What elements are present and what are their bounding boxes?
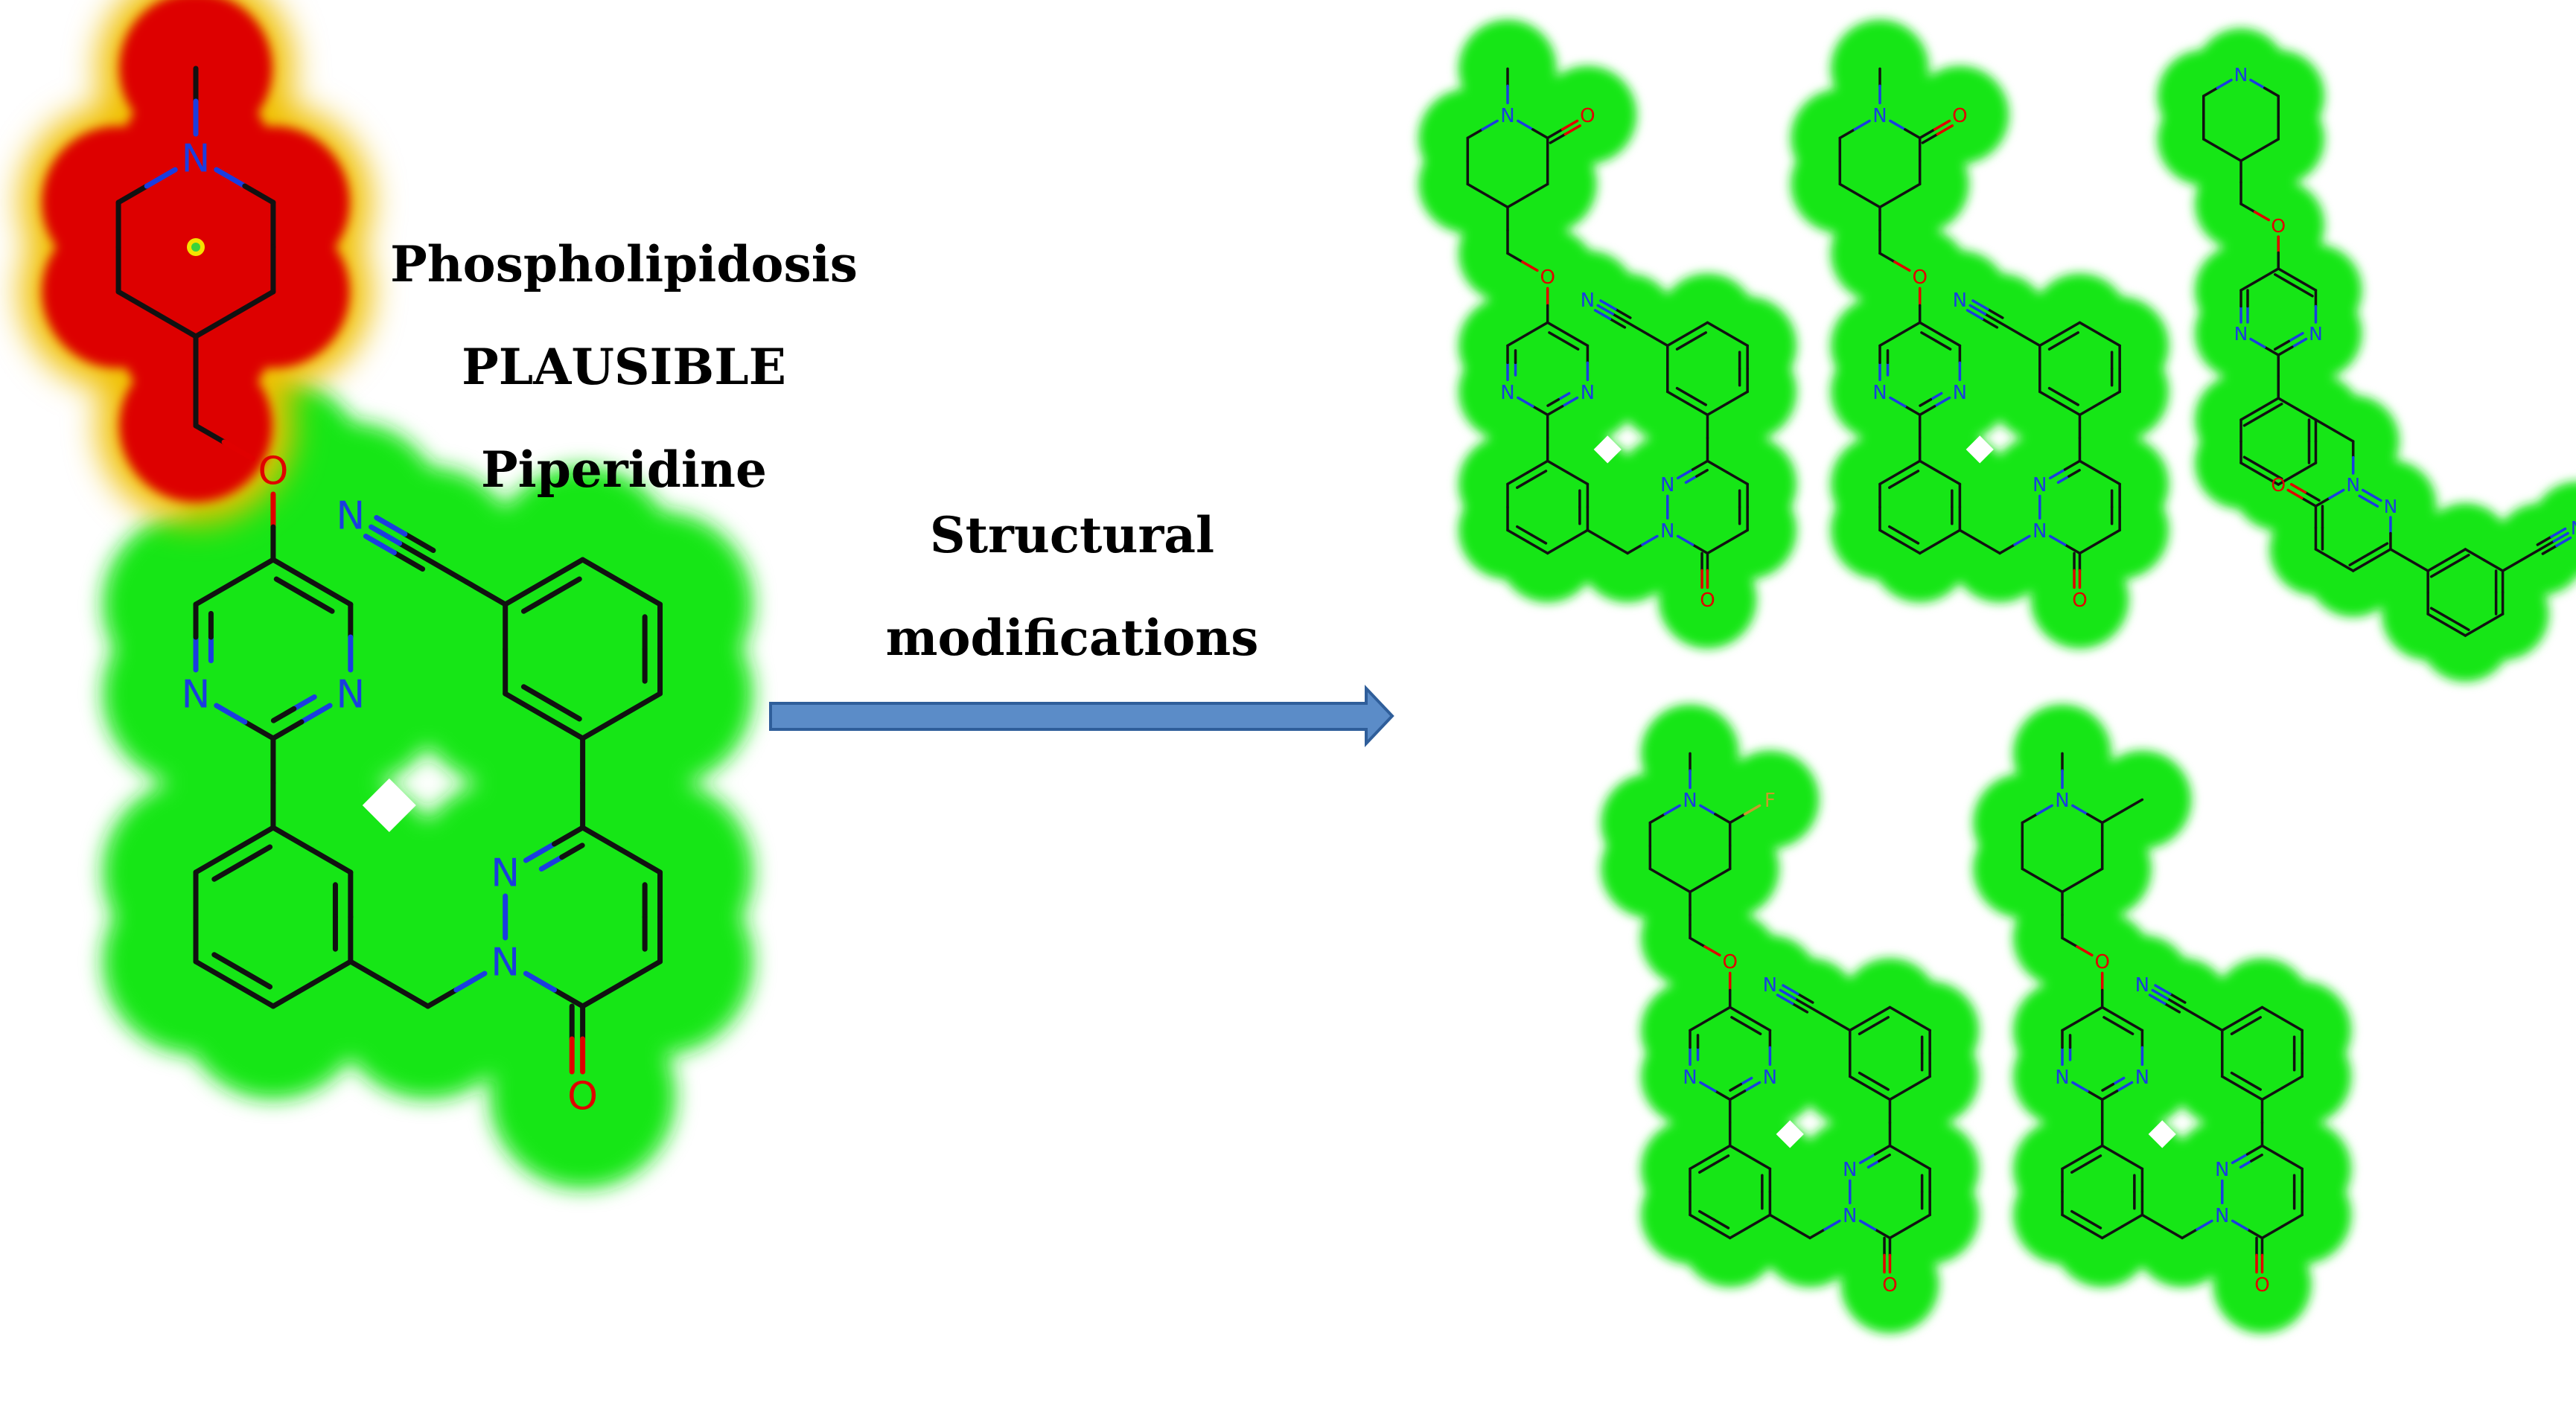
atom-nitrogen: N <box>1843 1159 1857 1181</box>
atom-nitrogen: N <box>2346 474 2360 496</box>
atom-nitrogen: N <box>2215 1159 2229 1181</box>
atom-nitrogen: N <box>1581 382 1595 404</box>
atom-oxygen: O <box>1952 105 1967 127</box>
atom-nitrogen: N <box>1581 290 1595 312</box>
atom-fluorine: F <box>1764 790 1776 812</box>
activity-map <box>1418 19 1797 649</box>
arrow-label-line1: Structural <box>930 506 1214 564</box>
bonds <box>1466 67 1749 589</box>
atom-nitrogen: N <box>1843 1205 1857 1227</box>
atom-nitrogen: N <box>2234 64 2248 86</box>
atom-oxygen: O <box>258 450 288 494</box>
atom-nitrogen: N <box>2055 790 2069 812</box>
atom-oxygen: O <box>1700 589 1715 612</box>
atom-oxygen: O <box>1580 105 1595 127</box>
bonds <box>1838 67 2121 589</box>
atom-nitrogen: N <box>1872 382 1887 404</box>
bonds <box>2021 752 2304 1274</box>
analog-lactam: N N N N N N O O O <box>1791 19 2169 649</box>
atom-oxygen: O <box>1882 1274 1897 1296</box>
atom-nitrogen: N <box>1953 382 1967 404</box>
atom-nitrogen: N <box>1500 105 1514 127</box>
bonds <box>2202 78 2572 637</box>
atom-nitrogen: N <box>182 137 211 182</box>
atom-nitrogen: N <box>491 941 520 985</box>
atom-nitrogen: N <box>1872 105 1887 127</box>
atom-nitrogen: N <box>336 494 365 539</box>
activity-map <box>1601 704 1980 1334</box>
activity-map <box>1791 19 2169 649</box>
atom-oxygen: O <box>567 1075 598 1119</box>
atom-oxygen: O <box>2254 1274 2269 1296</box>
atom-nitrogen: N <box>2135 1067 2149 1089</box>
arrow-label-line2: modifications <box>886 609 1259 667</box>
bonds <box>115 65 663 1075</box>
atom-nitrogen: N <box>491 851 520 896</box>
atom-nitrogen: N <box>2234 323 2248 345</box>
finding-status: PLAUSIBLE <box>462 338 786 396</box>
bonds <box>1648 752 1931 1274</box>
atom-nitrogen: N <box>1763 974 1777 997</box>
lead-compound: N N N N N N O O <box>20 0 753 1189</box>
atom-nitrogen: N <box>1683 1067 1697 1089</box>
finding-substructure: Piperidine <box>481 441 767 499</box>
atom-nitrogen: N <box>1763 1067 1777 1089</box>
atom-nitrogen: N <box>1953 290 1967 312</box>
atom-oxygen: O <box>2094 951 2109 973</box>
atom-nitrogen: N <box>2571 517 2576 539</box>
activity-map <box>2157 28 2576 682</box>
atom-nitrogen: N <box>2135 974 2149 997</box>
structural-modifications-label: Structural modifications <box>886 506 1259 667</box>
activity-map <box>1973 704 2352 1334</box>
atom-oxygen: O <box>2271 474 2286 496</box>
atom-oxygen: O <box>1912 266 1927 289</box>
atom-nitrogen: N <box>1683 790 1697 812</box>
analog-ring-oxo: N N N N N N O O O <box>1418 19 1797 649</box>
atom-oxygen: O <box>1540 266 1555 289</box>
atom-oxygen: O <box>1722 951 1737 973</box>
atom-nitrogen: N <box>2309 323 2323 345</box>
activity-map <box>103 377 753 1189</box>
transformation-arrow <box>769 684 1394 748</box>
atom-nitrogen: N <box>1660 474 1674 496</box>
finding-title: Phospholipidosis <box>390 235 858 293</box>
atom-nitrogen: N <box>182 673 211 717</box>
atom-nitrogen: N <box>2384 496 2398 517</box>
atom-nitrogen: N <box>2033 474 2047 496</box>
atom-oxygen: O <box>2072 589 2087 612</box>
analog-nh-piperidine: N O N N N N O N <box>2157 28 2576 682</box>
atom-nitrogen: N <box>1660 520 1674 543</box>
arrow-shape <box>769 684 1394 748</box>
atom-nitrogen: N <box>336 673 365 717</box>
atom-nitrogen: N <box>2055 1067 2069 1089</box>
analog-fluoro: N N N N N N O O F <box>1601 704 1980 1334</box>
phospholipidosis-finding: Phospholipidosis PLAUSIBLE Piperidine <box>390 235 858 499</box>
atom-oxygen: O <box>2271 215 2286 237</box>
atom-nitrogen: N <box>1500 382 1514 404</box>
atom-nitrogen: N <box>2215 1205 2229 1227</box>
analog-methyl: N N N N N N O O <box>1973 704 2352 1334</box>
atom-nitrogen: N <box>2033 520 2047 543</box>
